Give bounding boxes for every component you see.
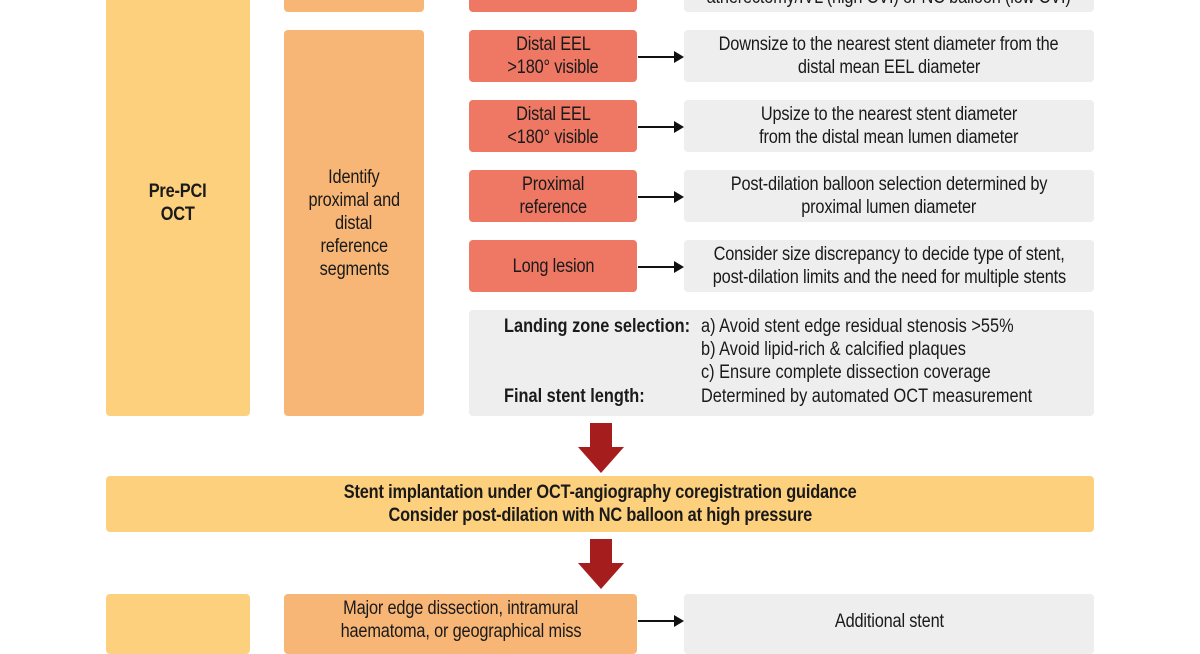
edge-dissection-box: Major edge dissection, intramural haemat… <box>284 594 637 654</box>
landing-zone-item: c) Ensure complete dissection coverage <box>701 362 991 383</box>
identify-line: Identify <box>328 166 380 188</box>
landing-zone-box: Landing zone selection: a) Avoid stent e… <box>469 310 1094 416</box>
action-text: post-dilation limits and the need for mu… <box>712 267 1066 288</box>
action-downsize: Downsize to the nearest stent diameter f… <box>684 30 1094 82</box>
condition-distal-eel-gt180: Distal EEL >180° visible <box>469 30 637 82</box>
condition-text: <180° visible <box>507 127 599 148</box>
action-upsize: Upsize to the nearest stent diameter fro… <box>684 100 1094 152</box>
action-text: Consider size discrepancy to decide type… <box>713 244 1065 265</box>
condition-long-lesion: Long lesion <box>469 240 637 292</box>
post-pci-oct-box <box>106 594 250 654</box>
identify-line: segments <box>319 258 389 280</box>
arrow-right <box>638 191 684 203</box>
identify-line: distal <box>335 212 373 234</box>
pre-pci-label-line2: OCT <box>161 204 195 225</box>
additional-stent-text: Additional stent <box>834 611 944 632</box>
condition-text: reference <box>519 197 587 218</box>
condition-text: >180° visible <box>507 57 599 78</box>
landing-zone-item: a) Avoid stent edge residual stenosis >5… <box>701 316 1014 337</box>
action-text: from the distal mean lumen diameter <box>759 127 1019 148</box>
top-gray-text: atherectomy/IVL (high CVI) or NC balloon… <box>707 0 1071 9</box>
action-text: Downsize to the nearest stent diameter f… <box>719 34 1059 55</box>
landing-zone-item: b) Avoid lipid-rich & calcified plaques <box>701 339 966 360</box>
top-gray-box: atherectomy/IVL (high CVI) or NC balloon… <box>684 0 1094 12</box>
stent-implantation-line2: Consider post-dilation with NC balloon a… <box>388 505 812 526</box>
action-post-dilation-balloon: Post-dilation balloon selection determin… <box>684 170 1094 222</box>
condition-text: Distal EEL <box>515 34 591 55</box>
action-text: proximal lumen diameter <box>801 197 977 218</box>
action-size-discrepancy: Consider size discrepancy to decide type… <box>684 240 1094 292</box>
arrow-right <box>638 615 684 627</box>
final-stent-length-value: Determined by automated OCT measurement <box>701 386 1033 407</box>
final-stent-length-label: Final stent length: <box>504 386 645 407</box>
top-red-box <box>469 0 637 12</box>
additional-stent-box: Additional stent <box>684 594 1094 654</box>
action-text: distal mean EEL diameter <box>797 57 981 78</box>
condition-text: Distal EEL <box>515 104 591 125</box>
condition-proximal-reference: Proximal reference <box>469 170 637 222</box>
arrow-right <box>638 261 684 273</box>
arrow-right <box>638 121 684 133</box>
action-text: Upsize to the nearest stent diameter <box>760 104 1018 125</box>
down-arrow-icon <box>578 539 624 589</box>
landing-zone-label: Landing zone selection: <box>504 316 691 337</box>
pre-pci-label-line1: Pre-PCI <box>149 181 207 202</box>
down-arrow-icon <box>578 423 624 473</box>
edge-dissection-line1: Major edge dissection, intramural <box>342 598 578 619</box>
stent-implantation-box: Stent implantation under OCT-angiography… <box>106 476 1094 532</box>
edge-dissection-line2: haematoma, or geographical miss <box>340 621 581 642</box>
identify-line: reference <box>320 235 388 257</box>
identify-reference-box: Identify proximal and distal reference s… <box>284 30 424 416</box>
identify-line: proximal and <box>308 189 400 211</box>
top-orange-box <box>284 0 424 12</box>
stent-implantation-line1: Stent implantation under OCT-angiography… <box>343 482 857 503</box>
condition-distal-eel-lt180: Distal EEL <180° visible <box>469 100 637 152</box>
condition-text: Proximal <box>521 174 585 195</box>
pre-pci-oct-box: Pre-PCI OCT <box>106 0 250 416</box>
action-text: Post-dilation balloon selection determin… <box>730 174 1048 195</box>
condition-text: Long lesion <box>512 255 594 277</box>
arrow-right <box>638 51 684 63</box>
